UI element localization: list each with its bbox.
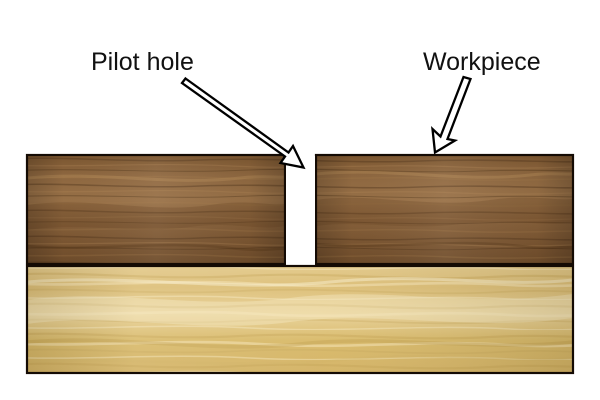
upper-workpiece-left	[25, 153, 287, 266]
pilot-hole-gap	[286, 156, 315, 265]
upper-workpiece-right	[314, 153, 575, 266]
workpiece-arrow	[431, 75, 473, 155]
lower-workpiece	[25, 264, 575, 375]
label-workpiece: Workpiece	[423, 48, 541, 76]
label-pilot-hole: Pilot hole	[91, 48, 194, 76]
pilot-hole-arrow	[180, 76, 306, 170]
